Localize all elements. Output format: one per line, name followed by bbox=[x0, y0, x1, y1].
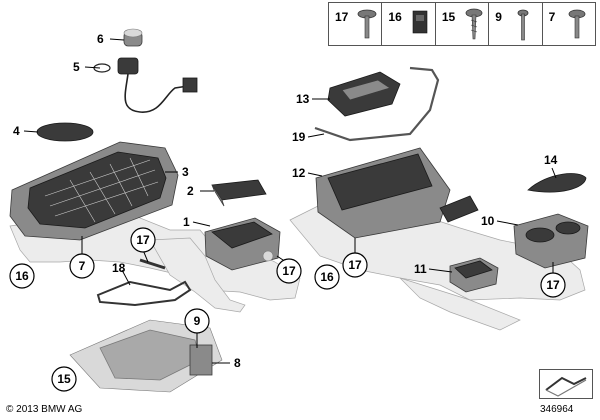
callout-19: 19 bbox=[292, 130, 306, 144]
fastener-number: 9 bbox=[495, 10, 502, 24]
callout-1: 1 bbox=[183, 215, 190, 229]
svg-text:17: 17 bbox=[348, 258, 362, 272]
fastener-cell-17: 17 bbox=[329, 3, 383, 45]
part-13-upper-tray bbox=[327, 71, 401, 117]
part-14-mat bbox=[527, 173, 587, 193]
callout-circle-17-c: 17 bbox=[342, 252, 368, 278]
self-tapping-screw-icon bbox=[465, 8, 483, 40]
svg-text:15: 15 bbox=[57, 372, 71, 386]
fastener-number: 17 bbox=[335, 10, 349, 24]
part-3-armrest-body bbox=[9, 141, 179, 241]
callout-6: 6 bbox=[97, 32, 104, 46]
callout-5: 5 bbox=[73, 60, 80, 74]
callout-14: 14 bbox=[544, 153, 558, 167]
fastener-number: 15 bbox=[441, 10, 456, 24]
callout-3: 3 bbox=[182, 165, 189, 179]
callout-13: 13 bbox=[296, 92, 310, 106]
callout-4: 4 bbox=[13, 124, 20, 138]
clip-nut-icon bbox=[413, 10, 428, 34]
callout-circle-7: 7 bbox=[69, 253, 95, 279]
callout-circle-17-a: 17 bbox=[130, 227, 156, 253]
fastener-cell-9: 9 bbox=[489, 3, 543, 45]
torx-screw-icon bbox=[568, 9, 586, 39]
fastener-number: 7 bbox=[548, 10, 556, 24]
svg-text:17: 17 bbox=[136, 233, 150, 247]
fastener-cell-15: 15 bbox=[436, 3, 490, 45]
part-1-cup-module bbox=[204, 217, 281, 271]
callout-10: 10 bbox=[481, 214, 495, 228]
svg-text:7: 7 bbox=[79, 259, 86, 273]
diagram-id: 346964 bbox=[540, 404, 574, 415]
part-4-round-mat bbox=[36, 122, 94, 142]
callout-circle-9: 9 bbox=[184, 308, 210, 334]
callout-18: 18 bbox=[112, 261, 126, 275]
screw-flange-icon bbox=[357, 9, 377, 39]
callout-circle-17-b: 17 bbox=[276, 258, 302, 284]
part-19-trim-strip bbox=[314, 66, 440, 142]
svg-text:17: 17 bbox=[546, 278, 560, 292]
part-12-main-console bbox=[315, 147, 479, 239]
svg-text:16: 16 bbox=[320, 270, 334, 284]
part-8-lower-carrier bbox=[69, 319, 223, 393]
svg-text:17: 17 bbox=[282, 264, 296, 278]
svg-text:16: 16 bbox=[15, 269, 29, 283]
fastener-number: 16 bbox=[388, 10, 402, 24]
callout-circle-16-left: 16 bbox=[9, 263, 35, 289]
callout-circle-16-right: 16 bbox=[314, 264, 340, 290]
callout-11: 11 bbox=[414, 262, 427, 276]
svg-text:9: 9 bbox=[194, 314, 201, 328]
orientation-symbol bbox=[539, 369, 593, 399]
copyright-text: © 2013 BMW AG bbox=[6, 404, 83, 415]
part-5-socket-cable bbox=[93, 57, 198, 113]
callout-12: 12 bbox=[292, 166, 306, 180]
callout-2: 2 bbox=[187, 184, 194, 198]
part-2-small-tray bbox=[211, 179, 267, 207]
callout-8: 8 bbox=[234, 356, 241, 370]
pin-screw-icon bbox=[517, 9, 529, 41]
callout-circle-17-d: 17 bbox=[540, 272, 566, 298]
arrow-icon bbox=[545, 376, 587, 397]
part-11-small-module bbox=[449, 257, 499, 293]
fastener-cell-7: 7 bbox=[543, 3, 595, 45]
part-10-cupholder bbox=[513, 213, 589, 269]
callout-circle-15: 15 bbox=[51, 366, 77, 392]
fastener-cell-16: 16 bbox=[382, 3, 436, 45]
part-6-socket-cap bbox=[123, 28, 143, 47]
part-18-bracket bbox=[96, 258, 192, 307]
fastener-table: 17 16 15 9 7 bbox=[328, 2, 596, 46]
